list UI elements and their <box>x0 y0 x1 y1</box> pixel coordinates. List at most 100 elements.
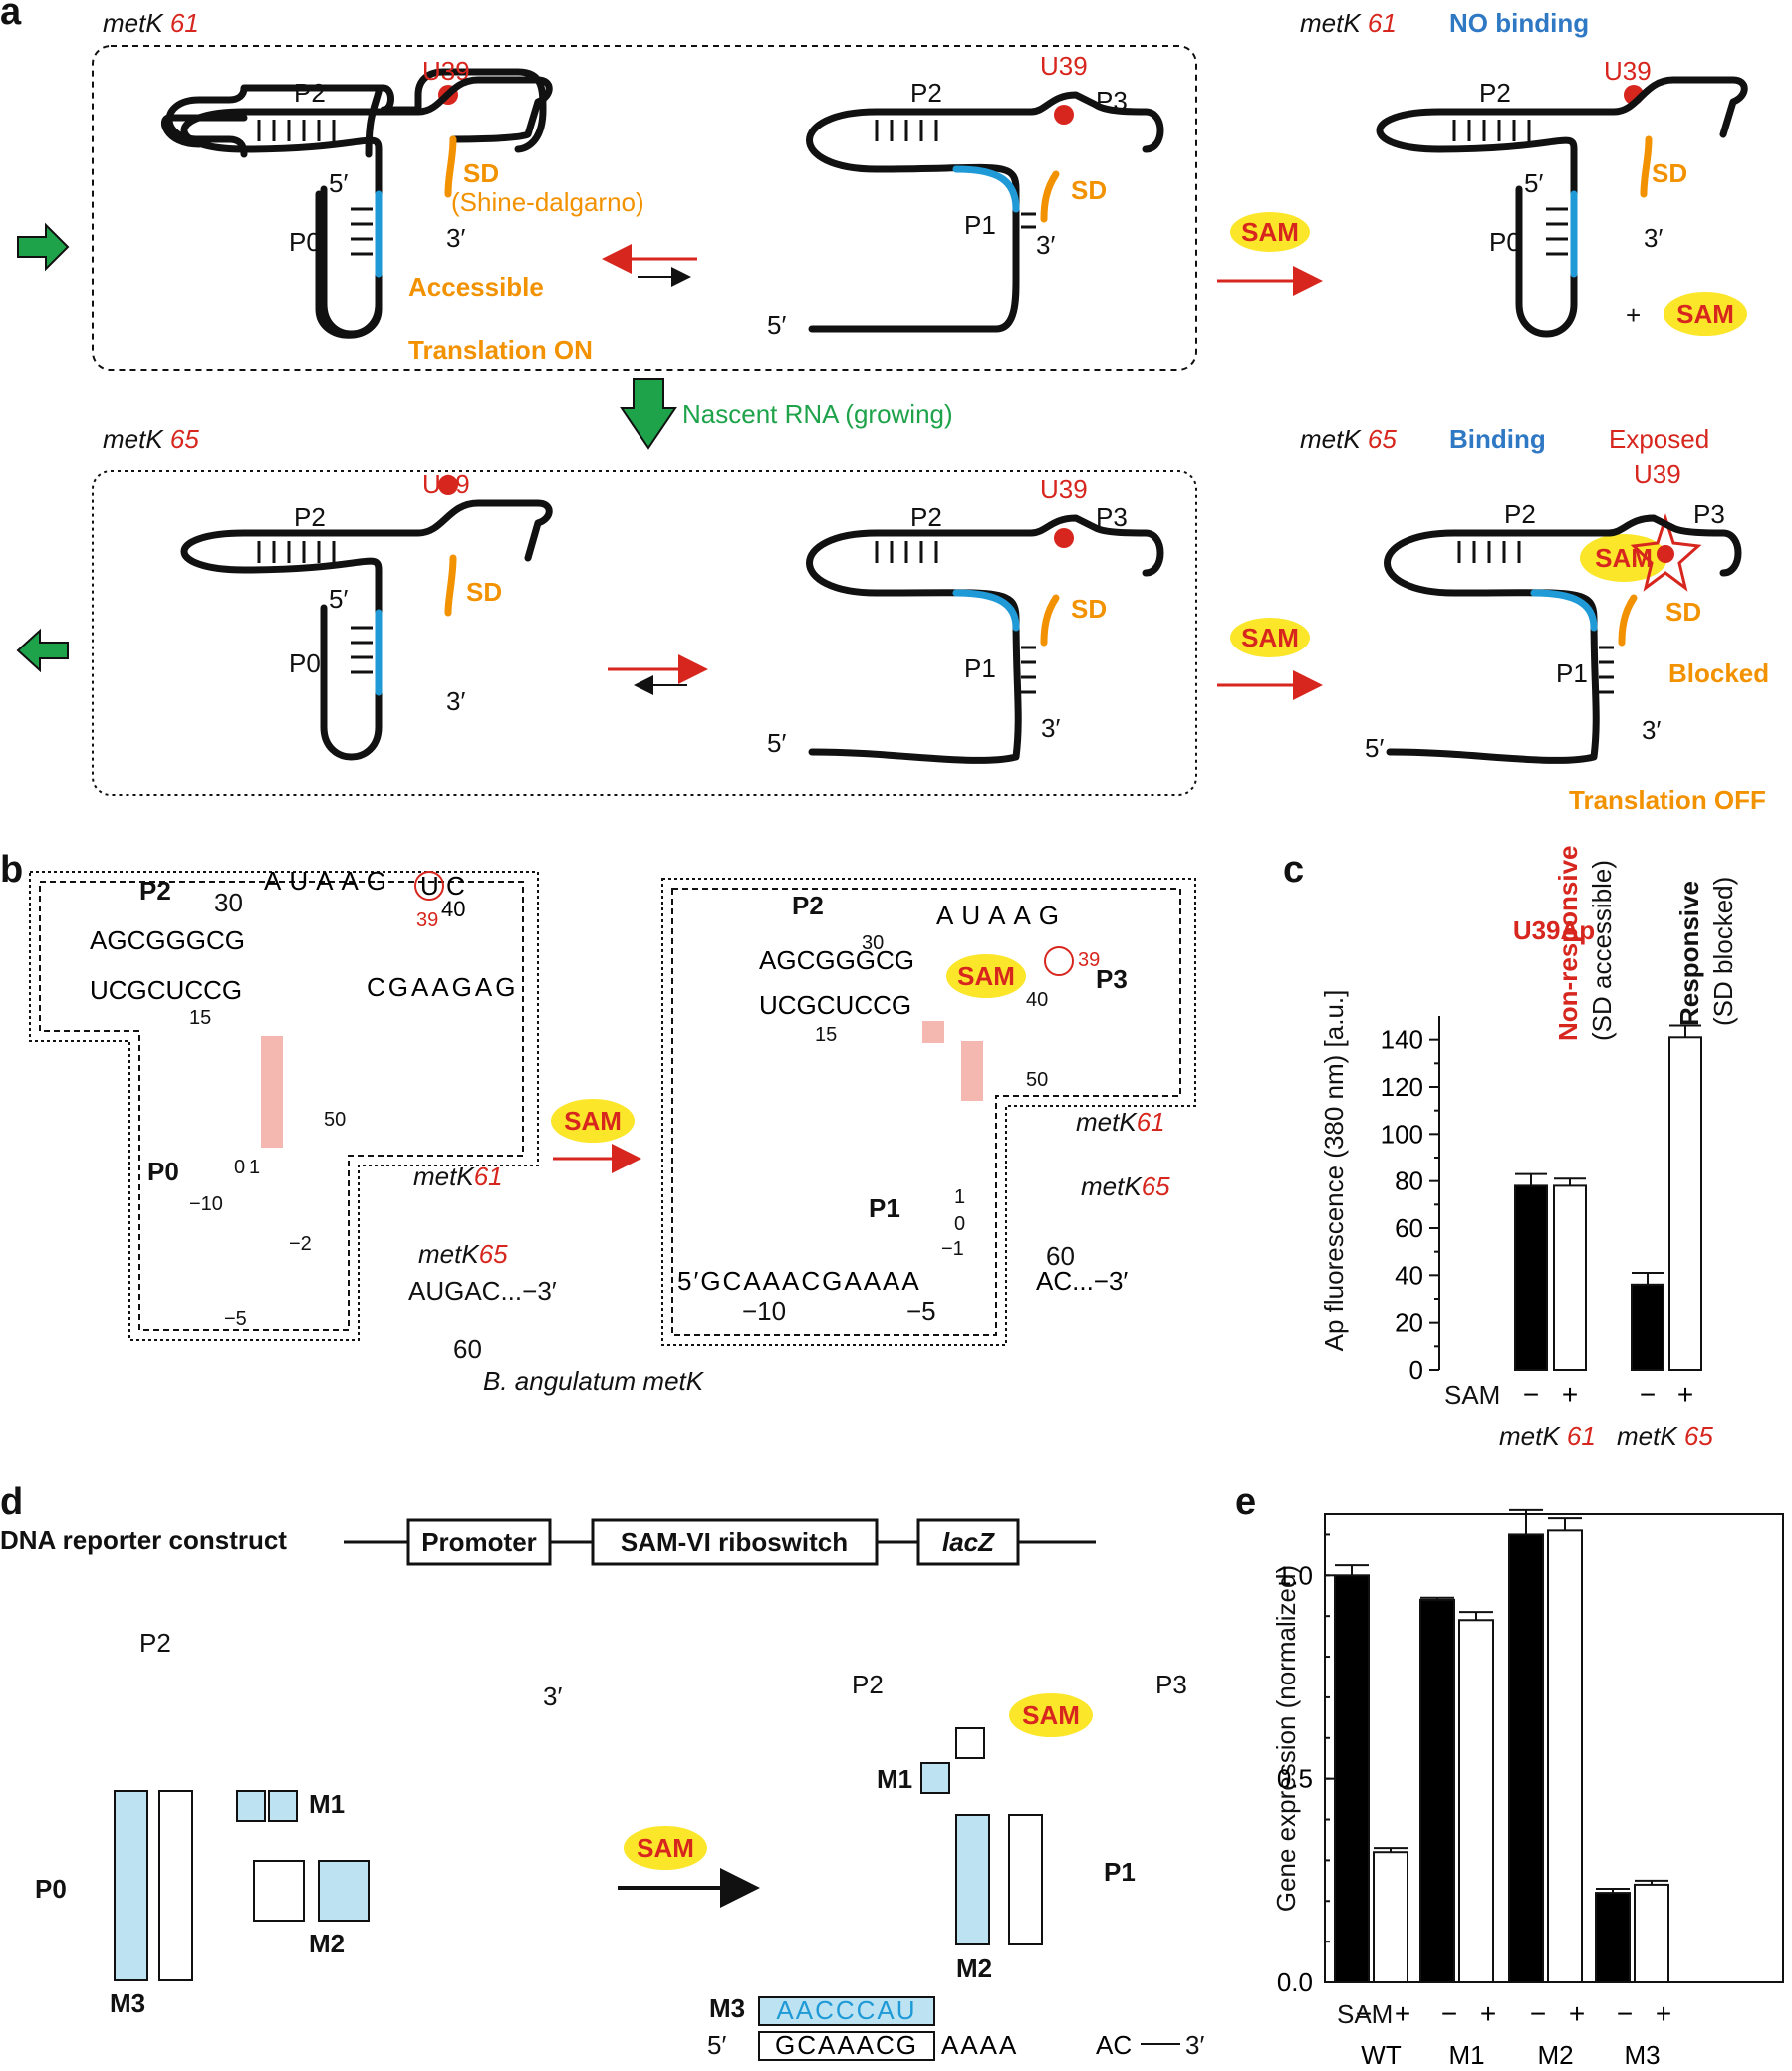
c-sam-label: SAM <box>1444 1380 1500 1410</box>
a-binding: Binding <box>1449 424 1546 454</box>
metk61-right-label: metK 61 <box>1300 8 1397 38</box>
a-3prime-5: 3′ <box>1041 713 1060 743</box>
b-p2-left: P2 <box>139 876 171 906</box>
d-m2-left: M2 <box>309 1929 345 1958</box>
d-promoter: Promoter <box>421 1527 537 1557</box>
b-39-left: 39 <box>416 909 438 931</box>
e-bar <box>1634 1883 1669 1984</box>
b-p3-right: P3 <box>1096 964 1128 994</box>
a-p2-2: P2 <box>910 78 942 108</box>
b-metk61-left: metK61 <box>413 1162 503 1191</box>
d-m1-left: M1 <box>309 1789 345 1819</box>
rna-backbones-a <box>180 76 1748 764</box>
d-m3-box-left <box>114 1790 148 1981</box>
e-sam-sign: + <box>1395 1998 1410 2029</box>
a-3prime-2: 3′ <box>1036 230 1055 260</box>
d-3prime-right: 3′ <box>1185 2030 1204 2060</box>
sam-label-b-bound: SAM <box>957 961 1015 991</box>
b-n50-right: 50 <box>1026 1069 1048 1091</box>
a-p1-2: P1 <box>964 210 996 240</box>
d-wt-right-box <box>758 2031 935 2061</box>
b-u39-ring-left <box>414 871 444 901</box>
sam-badge-a2 <box>1230 618 1310 657</box>
b-u39-ring-right <box>1044 946 1074 976</box>
b-p2top-left: AGCGGGCG <box>90 925 245 955</box>
b-n40-right: 40 <box>1026 989 1048 1011</box>
sam-label-b: SAM <box>564 1106 622 1136</box>
e-sam-sign: − <box>1530 1998 1546 2029</box>
b-p2bot-left: UCGCUCCG <box>90 975 242 1005</box>
green-arrow-right-icon <box>17 222 70 272</box>
a-3prime-3: 3′ <box>1644 223 1663 253</box>
e-sam-sign: − <box>1356 1998 1372 2029</box>
b-p2-right: P2 <box>792 891 824 920</box>
b-left-structure: P2 30 40 AUAAG U C 39 AGCGGGCG UCGCUCCG … <box>90 866 705 1396</box>
c-resp: Responsive <box>1674 881 1704 1026</box>
b-m2-left: −2 <box>289 1233 312 1255</box>
a-translation-on: Translation ON <box>408 335 593 365</box>
sam-badge-a1 <box>1230 212 1310 252</box>
b-m5-right: −5 <box>906 1296 936 1326</box>
a-5prime-3: 5′ <box>1524 168 1543 198</box>
b-n15: 15 <box>189 1007 211 1029</box>
a-translation-off: Translation OFF <box>1569 785 1766 815</box>
d-m3-right: M3 <box>709 1993 745 2023</box>
d-p2-right: P2 <box>852 1670 884 1699</box>
e-sam-sign: − <box>1441 1998 1457 2029</box>
d-construct-label: DNA reporter construct <box>0 1525 287 1555</box>
a-u39-6: U39 <box>1634 459 1681 489</box>
sam-label-d: SAM <box>637 1833 694 1863</box>
a-p2-3: P2 <box>1479 78 1511 108</box>
c-bar <box>1668 1036 1702 1372</box>
b-p2top-right: AGCGGGCG <box>759 945 914 975</box>
a-5prime-2: 5′ <box>767 310 786 340</box>
a-3prime-6: 3′ <box>1642 715 1661 745</box>
e-bar <box>1547 1529 1583 1983</box>
metk61-box <box>92 45 1197 371</box>
b-p2bot-right: UCGCUCCG <box>759 990 911 1020</box>
d-aaaa: AAAA <box>941 2030 1018 2060</box>
c-sam-sign: − <box>1523 1379 1539 1410</box>
b-p1-right: P1 <box>869 1193 900 1223</box>
b-n15-right: 15 <box>815 1024 837 1046</box>
rna-blue-segments-a <box>375 165 1598 696</box>
d-m1-right-box2 <box>955 1727 985 1759</box>
d-riboswitch: SAM-VI riboswitch <box>621 1527 848 1557</box>
sam-label-a2: SAM <box>1241 623 1299 652</box>
helix-ticks-a <box>257 120 1614 694</box>
c-bar <box>1514 1184 1548 1372</box>
a-sd-4: SD <box>466 577 502 607</box>
b-metk61-right: metK61 <box>1076 1107 1165 1137</box>
d-m2-right-box2 <box>1008 1814 1043 1945</box>
a-sd-6: SD <box>1665 597 1701 627</box>
b-left-box-61 <box>29 871 539 1341</box>
a-p2-1: P2 <box>294 78 326 108</box>
c-resp-sub: (SD blocked) <box>1708 877 1738 1026</box>
b-n40: 40 <box>441 897 465 921</box>
b-right-box-outer <box>661 878 1196 1346</box>
d-left-structure: P2 P0 M1 M2 M3 3′ <box>35 1628 562 2018</box>
c-ytick-label: 140 <box>1381 1025 1423 1055</box>
b-right-structure: P2 30 AUAAG AGCGGGCG UCGCUCCG 15 SAM 39 … <box>677 891 1170 1326</box>
panel-label-b: b <box>0 849 23 891</box>
c-ylabel: Ap fluorescence (380 nm) [a.u.] <box>1319 990 1349 1352</box>
c-ytick-label: 100 <box>1381 1119 1423 1149</box>
e-sam-sign: + <box>1569 1998 1585 2029</box>
b-species: B. angulatum metK <box>483 1366 705 1396</box>
d-3prime-left: 3′ <box>543 1682 562 1711</box>
b-z0-right: 0 <box>954 1213 965 1235</box>
panel-label-d: d <box>0 1481 23 1523</box>
d-m1-right-box <box>920 1762 950 1794</box>
b-m1-right: −1 <box>941 1238 964 1260</box>
b-p0-left: P0 <box>147 1157 179 1186</box>
b-tail-right-seq: AC...−3′ <box>1036 1266 1128 1296</box>
b-loop-right: AUAAG <box>936 901 1067 930</box>
e-group-label: WT <box>1361 2040 1402 2070</box>
c-nonresp-sub: (SD accessible) <box>1587 860 1617 1041</box>
d-wt-seq: GCAAACG <box>775 2030 918 2060</box>
e-sam-sign: − <box>1617 1998 1633 2029</box>
e-bar <box>1334 1574 1370 1983</box>
a-p0-1: P0 <box>289 227 321 257</box>
b-z1-right: 1 <box>954 1186 965 1208</box>
